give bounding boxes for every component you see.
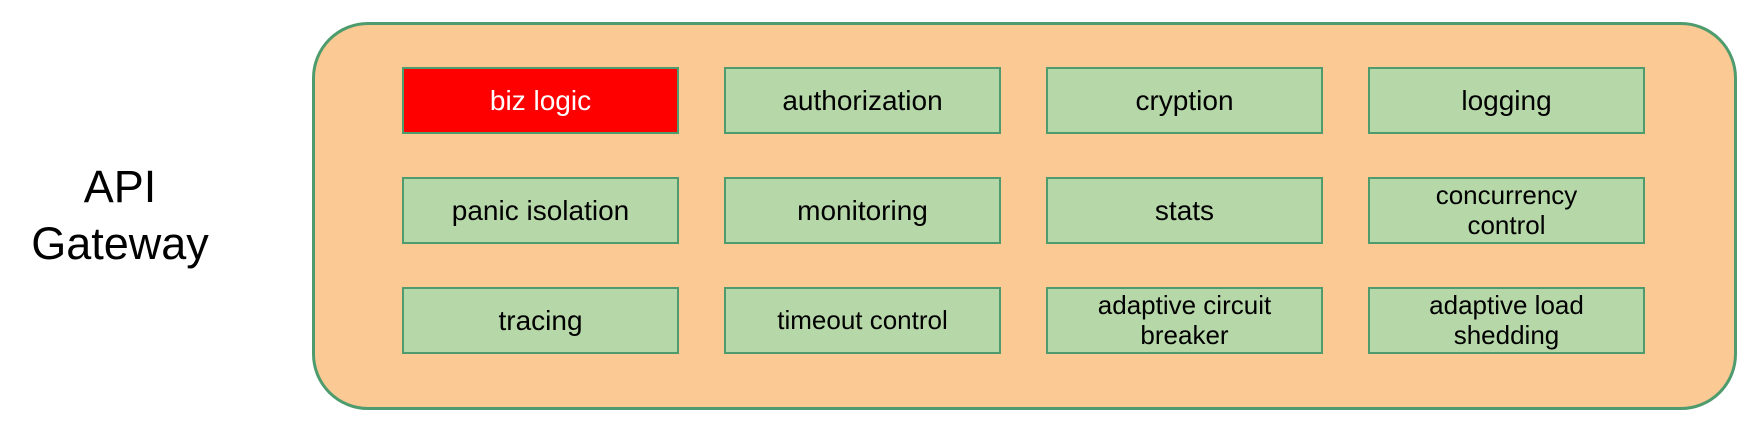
feature-stats: stats [1046,177,1323,244]
feature-panic-isolation: panic isolation [402,177,679,244]
feature-tracing: tracing [402,287,679,354]
feature-timeout-control: timeout control [724,287,1001,354]
feature-authorization: authorization [724,67,1001,134]
gateway-container: biz logic authorization cryption logging… [312,22,1737,410]
feature-adaptive-circuit-breaker: adaptive circuit breaker [1046,287,1323,354]
feature-concurrency-control: concurrency control [1368,177,1645,244]
api-gateway-title-line2: Gateway [31,218,209,269]
feature-monitoring: monitoring [724,177,1001,244]
feature-adaptive-load-shedding: adaptive load shedding [1368,287,1645,354]
api-gateway-title: API Gateway [18,158,222,272]
api-gateway-title-line1: API [83,161,157,212]
feature-cryption: cryption [1046,67,1323,134]
feature-grid: biz logic authorization cryption logging… [402,67,1645,354]
feature-logging: logging [1368,67,1645,134]
feature-biz-logic: biz logic [402,67,679,134]
